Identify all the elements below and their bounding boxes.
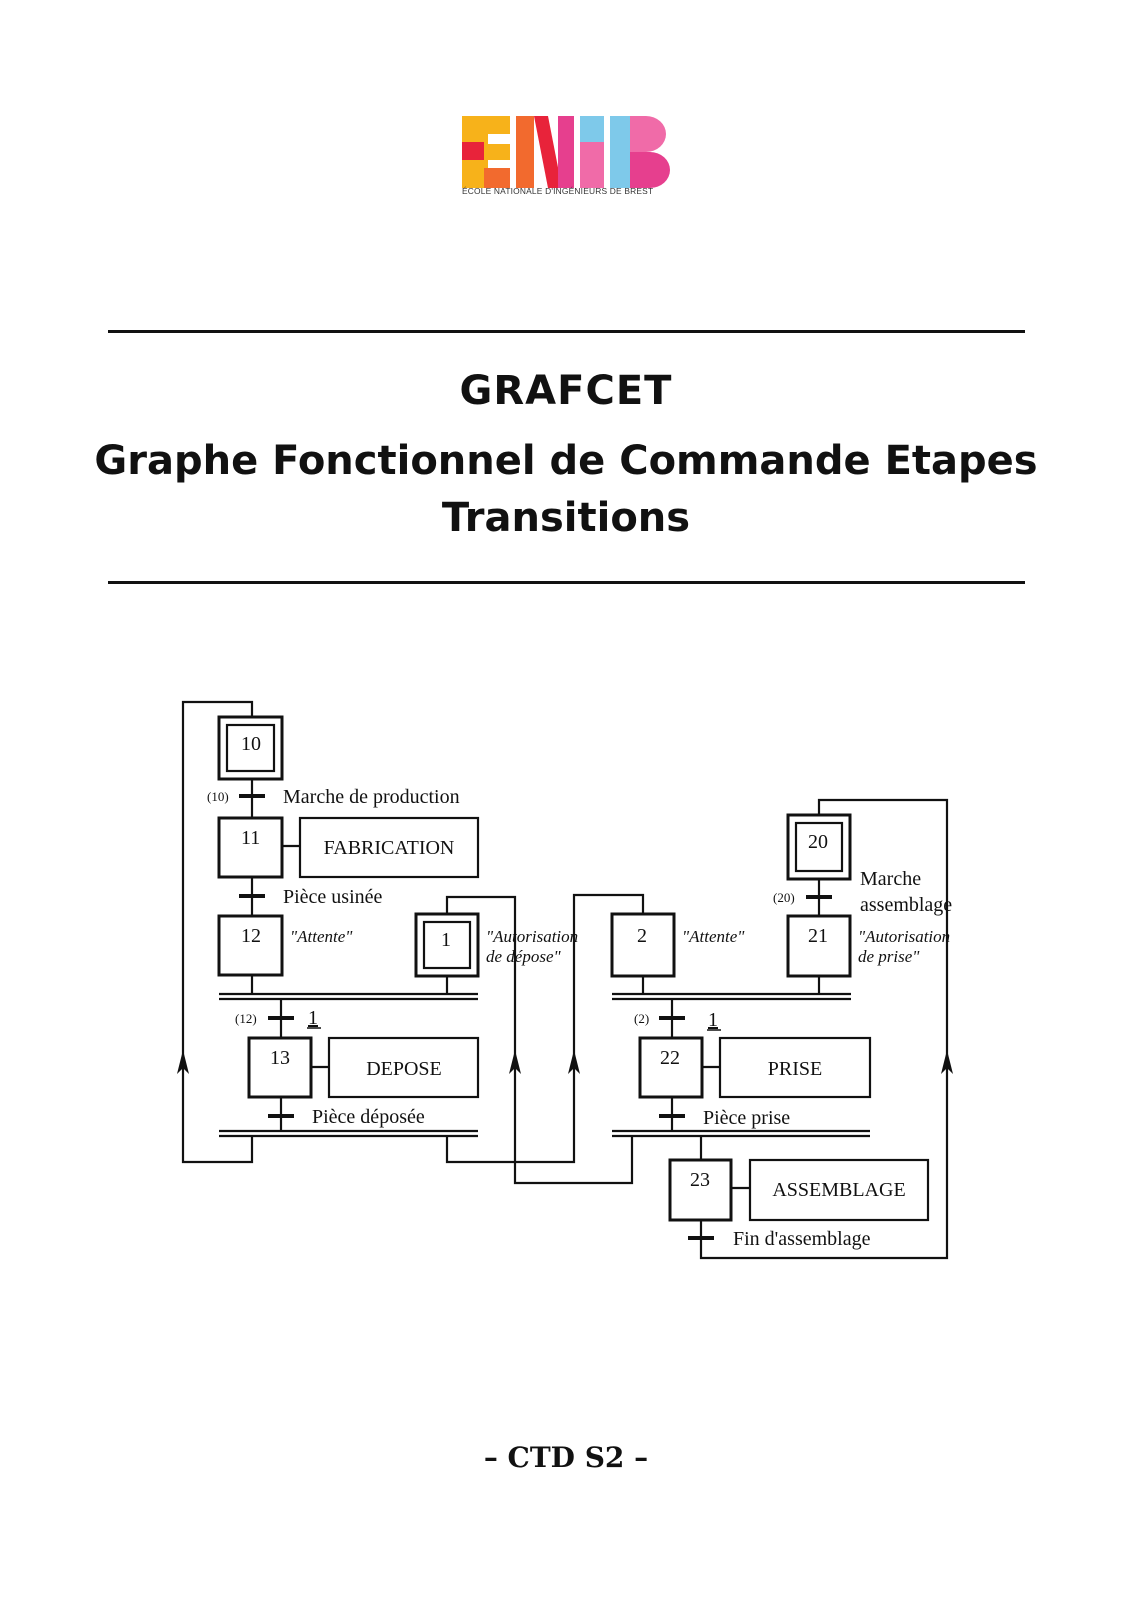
cond-1-left: 1	[308, 1007, 318, 1029]
step-10-inner	[225, 723, 276, 773]
step-1-inner	[422, 920, 472, 970]
cond-piece-prise: Pièce prise	[703, 1107, 790, 1129]
action-fabrication	[298, 816, 480, 879]
step-20-outer	[786, 813, 852, 881]
cond-piece-deposee: Pièce déposée	[312, 1106, 425, 1128]
step-21	[786, 914, 852, 978]
arrow-up-left-loop	[177, 1050, 189, 1074]
step-13-label: 13	[270, 1047, 290, 1069]
transition-2-id: (2)	[634, 1011, 649, 1026]
step-23	[668, 1158, 733, 1222]
comment-autorisation-prise-2: de prise"	[858, 947, 920, 966]
step-21-label: 21	[808, 925, 828, 947]
step-12-label: 12	[241, 925, 261, 947]
cond-1-right: 1	[708, 1009, 718, 1031]
top-rule	[108, 330, 1025, 333]
arrow-up-right-loop	[941, 1050, 953, 1074]
logo-caption: ÉCOLE NATIONALE D'INGÉNIEURS DE BREST	[462, 186, 654, 196]
footer-course-code: – CTD S2 –	[483, 1441, 649, 1474]
transition-12-id: (12)	[235, 1011, 257, 1026]
arrow-up-574	[568, 1050, 580, 1074]
action-assemblage	[748, 1158, 930, 1222]
title-line-3: Transitions	[441, 495, 691, 541]
cond-marche-production: Marche de production	[283, 786, 460, 808]
step-10-label: 10	[241, 733, 261, 755]
comment-autorisation-prise-1: "Autorisation	[858, 927, 950, 946]
arrow-up-515	[509, 1050, 521, 1074]
action-assemblage-label: ASSEMBLAGE	[772, 1179, 905, 1201]
comment-autorisation-depose-2: de dépose"	[486, 947, 562, 966]
step-23-label: 23	[690, 1169, 710, 1191]
step-2	[610, 912, 676, 978]
transition-10-id: (10)	[207, 789, 229, 804]
step-11-label: 11	[241, 827, 260, 849]
step-20-label: 20	[808, 831, 828, 853]
step-13	[247, 1036, 313, 1099]
left-loop-line	[181, 700, 254, 1164]
action-prise	[718, 1036, 872, 1099]
right-loop-line	[699, 798, 949, 1260]
step-2-label: 2	[637, 925, 647, 947]
comment-autorisation-depose-1: "Autorisation	[486, 927, 578, 946]
cond-marche-assemblage-1: Marche	[860, 868, 921, 890]
cond-fin-assemblage: Fin d'assemblage	[733, 1228, 871, 1250]
cond-piece-usinee: Pièce usinée	[283, 886, 383, 908]
cond-marche-assemblage-2: assemblage	[860, 894, 952, 916]
step-22	[638, 1036, 704, 1099]
action-fabrication-label: FABRICATION	[324, 837, 455, 859]
step-1-outer	[414, 912, 480, 978]
action-depose-label: DEPOSE	[366, 1058, 442, 1080]
step-11	[217, 816, 284, 879]
transition-20-id: (20)	[773, 890, 795, 905]
title-line-1: GRAFCET	[459, 368, 673, 414]
title-line-2: Graphe Fonctionnel de Commande Etapes	[94, 438, 1038, 484]
step-20-inner	[794, 821, 844, 873]
action-prise-label: PRISE	[768, 1058, 822, 1080]
step-22-label: 22	[660, 1047, 680, 1069]
bottom-rule	[108, 581, 1025, 584]
step-1-label: 1	[441, 929, 451, 951]
comment-attente-right: "Attente"	[682, 927, 745, 946]
enib-logo	[462, 116, 670, 188]
action-depose	[327, 1036, 480, 1099]
step-10-outer	[217, 715, 284, 781]
comment-attente-left: "Attente"	[290, 927, 353, 946]
step-12	[217, 914, 284, 977]
